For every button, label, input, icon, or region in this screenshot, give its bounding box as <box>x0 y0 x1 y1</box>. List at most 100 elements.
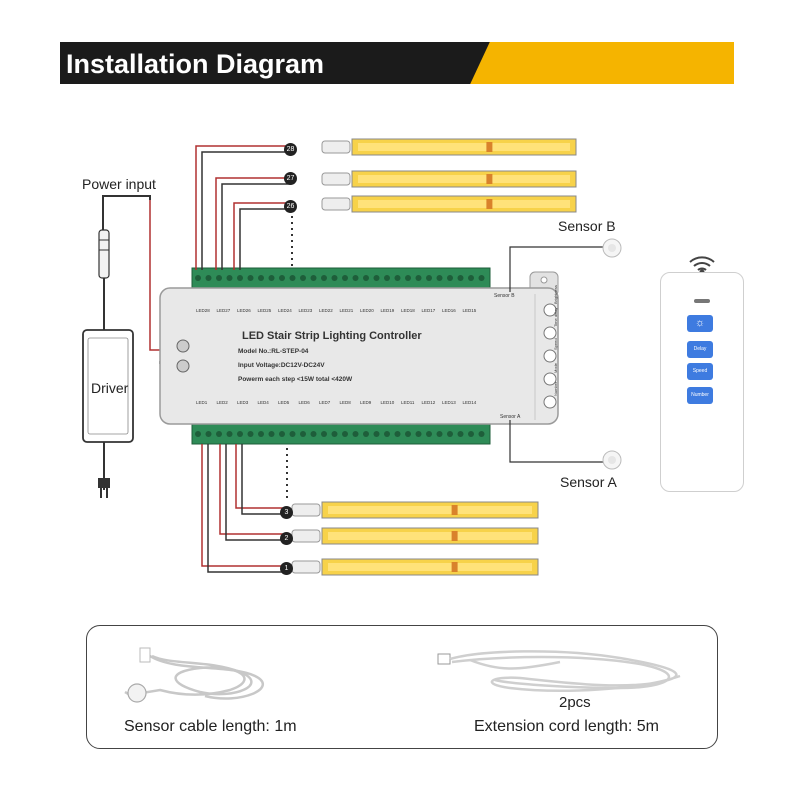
bottom-terminal-screw <box>447 431 453 437</box>
top-terminal-screw <box>331 275 338 281</box>
controller-button[interactable] <box>543 303 557 317</box>
led-port-label: LED24 <box>278 308 292 313</box>
sensor-b-wire <box>509 238 622 292</box>
controller-button[interactable] <box>543 372 557 386</box>
bottom-terminal-screw <box>415 431 422 437</box>
top-terminal-screw <box>310 275 317 281</box>
led-strip <box>321 170 577 188</box>
sensor-b-port-label: Sensor B <box>494 293 515 299</box>
bottom-terminal-screw <box>342 431 348 437</box>
terminal-screws <box>195 275 485 437</box>
led-port-label: LED5 <box>278 400 290 405</box>
bottom-terminal-screw <box>457 431 464 437</box>
top-terminal-screw <box>363 275 369 281</box>
controller-button-label: Mode <box>553 362 558 373</box>
power-input-label: Power input <box>82 176 156 192</box>
remote-power-button[interactable]: ☼ <box>687 315 713 332</box>
remote-number-button[interactable]: Number <box>687 387 713 404</box>
bottom-terminal-screw <box>468 431 474 437</box>
led-port-label: LED19 <box>380 308 395 313</box>
bottom-terminal-screw <box>205 431 212 437</box>
led-port-label: LED28 <box>196 308 210 313</box>
remote-speed-mode-button[interactable]: Speed Mode <box>687 363 713 391</box>
led-port-label: LED6 <box>298 400 310 405</box>
page-title: Installation Diagram <box>66 49 325 79</box>
led-strip <box>291 501 539 519</box>
led-port-label: LED15 <box>462 308 477 313</box>
top-terminal-screw <box>373 275 380 281</box>
led-port-label: LED14 <box>462 400 477 405</box>
controller-button[interactable] <box>543 326 557 340</box>
led-port-label: LED22 <box>319 308 333 313</box>
led-strips <box>291 138 577 576</box>
controller-buttons <box>543 303 557 409</box>
bottom-terminal-screw <box>394 431 401 437</box>
strip-number-1: 1 <box>280 562 293 575</box>
top-terminal-screw <box>247 275 254 281</box>
light-icon: ☼ <box>694 317 706 329</box>
controller-model: Model No.:RL-STEP-04 <box>238 348 309 355</box>
bottom-terminal-screw <box>405 431 411 437</box>
ac-plug <box>98 478 110 488</box>
top-terminal-screw <box>384 275 390 281</box>
led-strip <box>291 527 539 545</box>
top-terminal-screw <box>279 275 285 281</box>
top-terminal-screw <box>447 275 453 281</box>
sensor-a-label: Sensor A <box>560 474 617 490</box>
bottom-terminal-screw <box>279 431 285 437</box>
remote-indicator <box>694 299 710 303</box>
title-accent-block <box>512 42 734 84</box>
top-terminal-screw <box>237 275 243 281</box>
controller-button[interactable] <box>543 349 557 363</box>
extension-qty-label: 2pcs <box>559 694 591 711</box>
led-port-label: LED18 <box>401 308 415 313</box>
bottom-terminal-screw <box>436 431 443 437</box>
top-terminal-screw <box>195 275 201 281</box>
driver-label: Driver <box>91 380 129 396</box>
strip-number-26: 26 <box>284 200 297 213</box>
sensor-b-label: Sensor B <box>558 218 616 234</box>
bottom-terminal-screw <box>226 431 233 437</box>
top-terminal-screw <box>205 275 212 281</box>
top-terminal-screw <box>216 275 222 281</box>
bottom-terminal-screw <box>268 431 275 437</box>
led-strip <box>321 138 577 156</box>
led-port-label: LED23 <box>298 308 313 313</box>
extension-cord-illustration <box>437 650 681 692</box>
led-port-label: LED27 <box>216 308 231 313</box>
led-port-label: LED1 <box>196 400 208 405</box>
top-terminal-screw <box>394 275 401 281</box>
top-terminal-block <box>191 267 491 289</box>
led-port-label: LED12 <box>421 400 436 405</box>
led-port-label: LED9 <box>360 400 372 405</box>
driver-box <box>82 329 134 443</box>
led-port-label: LED8 <box>339 400 351 405</box>
strip-number-3: 3 <box>280 506 293 519</box>
bottom-terminal-screw <box>289 431 296 437</box>
top-terminal-screw <box>405 275 411 281</box>
top-terminal-screw <box>289 275 296 281</box>
top-terminal-screw <box>352 275 359 281</box>
led-port-label: LED2 <box>216 400 228 405</box>
bottom-terminal-screw <box>384 431 390 437</box>
remote-delay-button[interactable]: Delay <box>687 341 713 358</box>
bottom-terminal-screw <box>195 431 201 437</box>
controller-button[interactable] <box>543 395 557 409</box>
top-terminal-screw <box>268 275 275 281</box>
top-terminal-screw <box>300 275 306 281</box>
bottom-strip-wires <box>201 444 290 573</box>
bottom-terminal-screw <box>237 431 243 437</box>
top-terminal-screw <box>342 275 348 281</box>
led-port-label: LED3 <box>237 400 249 405</box>
bottom-terminal-screw <box>352 431 359 437</box>
top-terminal-screw <box>468 275 474 281</box>
led-port-label: LED25 <box>257 308 272 313</box>
controller-voltage: Input Voltage:DC12V-DC24V <box>238 362 325 369</box>
strip-number-2: 2 <box>280 532 293 545</box>
extension-cord-label: Extension cord length: 5m <box>474 718 659 735</box>
controller-button-label: Time delay <box>553 307 558 327</box>
sensor-a-port-label: Sensor A <box>500 414 521 420</box>
power-cable <box>98 195 179 498</box>
bottom-terminal-screw <box>321 431 327 437</box>
bottom-terminal-screw <box>258 431 264 437</box>
